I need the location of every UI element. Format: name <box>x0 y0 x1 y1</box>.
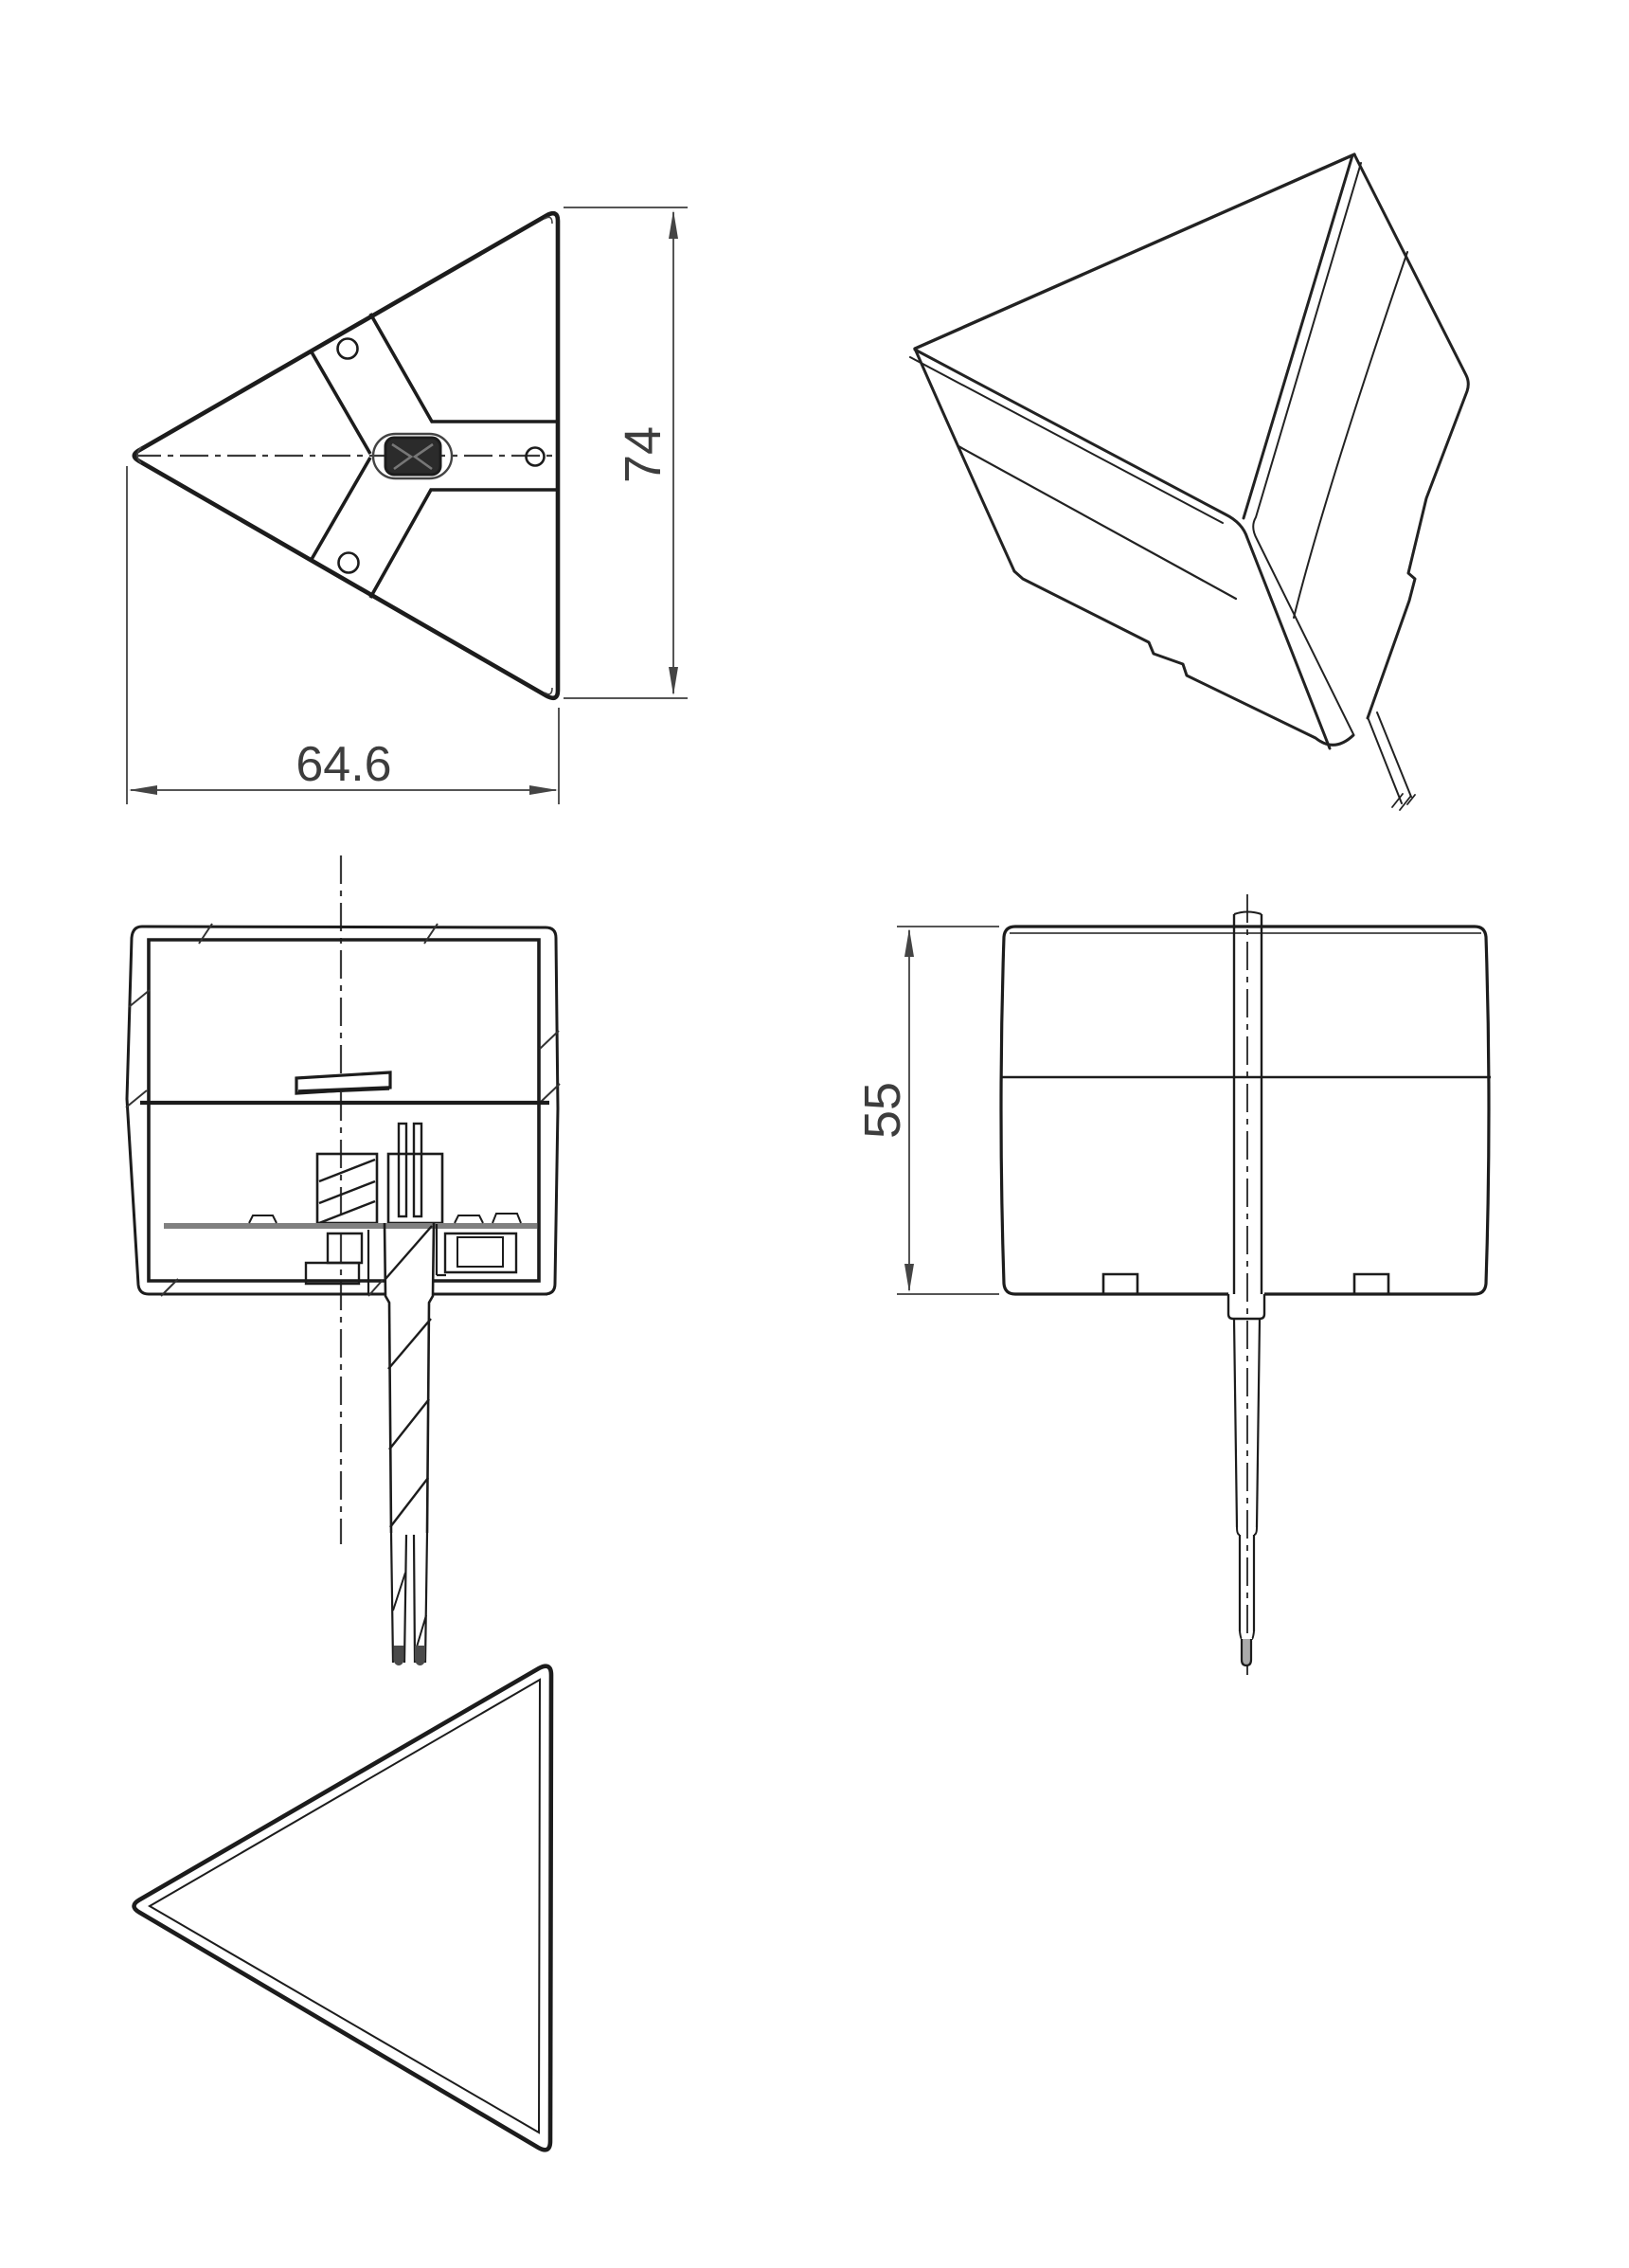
svg-text:74: 74 <box>615 426 671 483</box>
svg-text:55: 55 <box>854 1082 911 1139</box>
svg-text:64.6: 64.6 <box>295 737 391 792</box>
